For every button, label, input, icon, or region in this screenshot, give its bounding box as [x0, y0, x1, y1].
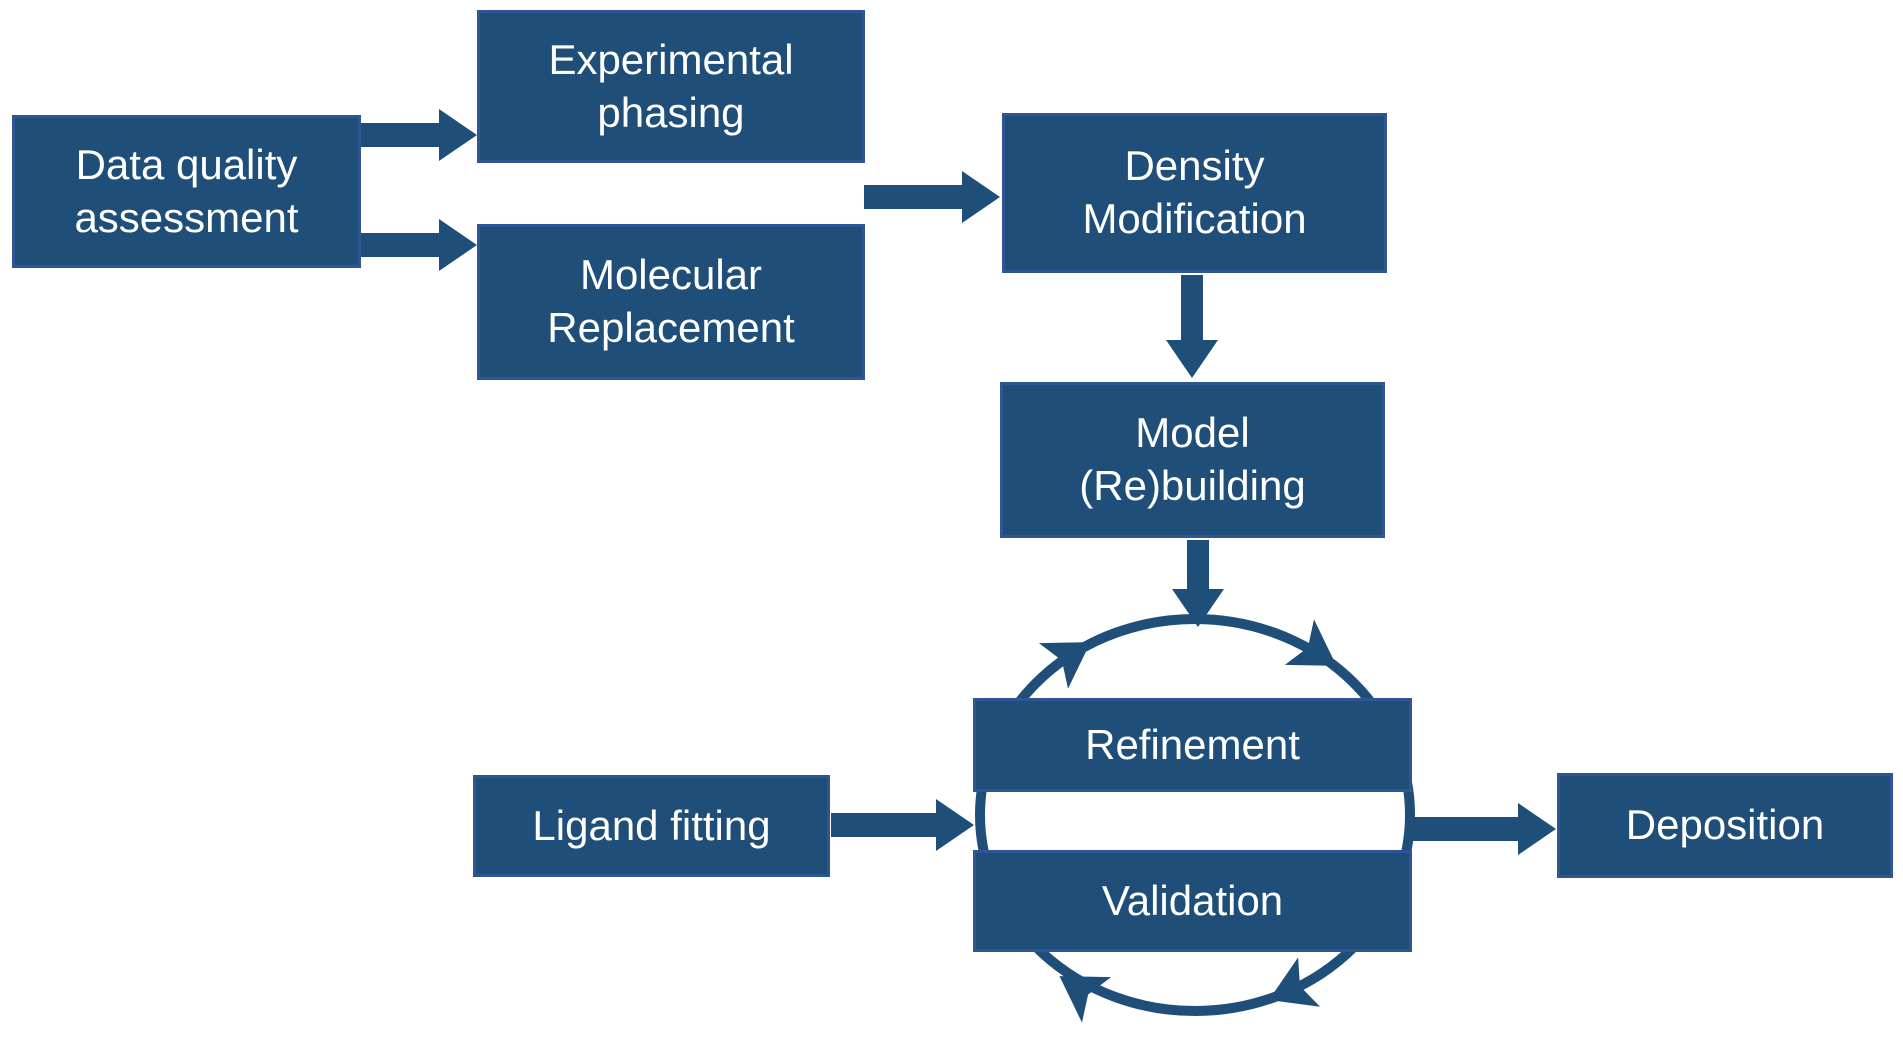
node-molecular-replacement: Molecular Replacement [477, 224, 865, 380]
node-experimental-phasing: Experimental phasing [477, 10, 865, 163]
node-molecular-replacement-label: Molecular Replacement [547, 251, 795, 351]
node-refinement-label: Refinement [1085, 720, 1300, 768]
node-ligand-fitting: Ligand fitting [473, 775, 830, 877]
arrow-dataquality-to-experimental-icon [361, 109, 477, 161]
node-refinement: Refinement [973, 698, 1412, 792]
node-experimental-phasing-label: Experimental phasing [548, 35, 794, 136]
cycle-arrowhead-top-left-icon [1038, 642, 1091, 689]
node-density-modification: Density Modification [1002, 113, 1387, 273]
cycle-arrowhead-bottom-right-icon [1268, 957, 1321, 1007]
node-validation-label: Validation [1101, 876, 1284, 924]
arrow-phasing-to-density-icon [864, 171, 1000, 223]
node-deposition-label: Deposition [1625, 801, 1825, 849]
arrow-dataquality-to-molecular-icon [361, 219, 477, 271]
node-data-quality-assessment: Data quality assessment [12, 115, 361, 268]
cycle-arrowhead-top-right-icon [1284, 619, 1337, 666]
arrow-model-to-cycle-icon [1172, 540, 1224, 627]
cycle-circle [975, 614, 1415, 1016]
arrow-density-to-model-icon [1166, 275, 1218, 378]
arrow-ligand-to-cycle-icon [831, 799, 974, 851]
node-density-modification-label: Density Modification [1082, 142, 1307, 242]
node-model-rebuilding: Model (Re)building [1000, 382, 1385, 538]
node-data-quality-assessment-label: Data quality assessment [74, 140, 299, 241]
node-validation: Validation [973, 850, 1412, 952]
node-ligand-fitting-label: Ligand fitting [532, 801, 771, 849]
arrow-cycle-to-deposition-icon [1412, 803, 1556, 855]
cycle-arrowhead-bottom-left-icon [1059, 976, 1112, 1023]
node-model-rebuilding-label: Model (Re)building [1079, 409, 1306, 509]
node-deposition: Deposition [1557, 773, 1893, 878]
